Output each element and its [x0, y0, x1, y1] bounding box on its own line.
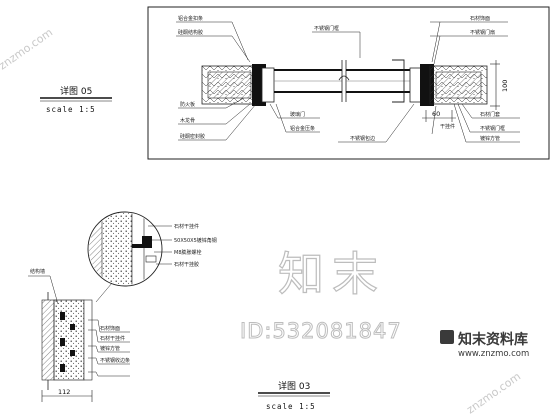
callout-label: 石材饰面 [100, 325, 120, 332]
callout-label: 不锈钢门扇 [470, 29, 495, 36]
detail-05-scale: scale 1:5 [46, 105, 96, 114]
callout-label: 防火板 [180, 101, 195, 108]
brand-name: 知末资料库 [458, 331, 528, 348]
dim-100: 100 [501, 80, 509, 92]
callout-label: 镀锌方管 [480, 135, 500, 142]
callout-label: 玻璃门 [290, 111, 305, 118]
callout-label: 干挂件 [440, 123, 455, 130]
callout-label: 硅酮密封胶 [180, 133, 205, 140]
callout-label: 石材门套 [480, 111, 500, 118]
callout-label: 不锈钢收边条 [100, 357, 130, 364]
watermark-id: ID:532081847 [240, 319, 402, 343]
callout-label: 铝合金扣条 [178, 15, 203, 22]
break-line [341, 60, 347, 102]
callout-label: 不锈钢门框 [480, 125, 505, 132]
callout-label: 50X50X5镀锌角钢 [174, 237, 217, 244]
callout-label: 石材干挂件 [174, 223, 199, 230]
detail-05: 100 60 铝合金扣条 硅酮结构胶 不锈钢门框 石材饰面 [40, 6, 550, 160]
detail-03-scale: scale 1:5 [266, 402, 316, 411]
callout-label: M8膨胀螺栓 [174, 249, 202, 256]
watermark-logo-text: 知末 [278, 247, 386, 301]
callout-label: 石材干挂件 [100, 335, 125, 342]
callout-label: 不锈钢包边 [350, 135, 375, 142]
callout-label: 硅酮结构胶 [178, 29, 203, 36]
watermark: 知末 ID:532081847 znzmo.com znzmo.com 知末资料… [0, 26, 529, 417]
detail-05-frame [147, 6, 550, 160]
callout-label: 镀锌方管 [100, 345, 120, 352]
dim-60: 60 [432, 110, 440, 118]
wall-section [41, 299, 55, 381]
brand-url: www.znzmo.com [458, 349, 529, 359]
callout-label: 不锈钢门框 [314, 25, 339, 32]
callout-label: 石材干挂胶 [174, 261, 199, 268]
dim-112: 112 [58, 388, 70, 396]
callout-label: 铝合金压条 [290, 125, 315, 132]
watermark-corner-right: znzmo.com [464, 370, 523, 417]
callout-label: 结构墙 [30, 268, 45, 275]
callout-label: 石材饰面 [470, 15, 490, 22]
detail-03-title: 详图 03 [278, 380, 310, 392]
detail-03: 石材干挂件 50X50X5镀锌角钢 M8膨胀螺栓 石材干挂胶 结构墙 石材饰面 [28, 211, 330, 411]
detail-05-title: 详图 05 [60, 85, 92, 97]
watermark-corner-left: znzmo.com [0, 26, 55, 73]
brand-logo: 知末资料库 www.znzmo.com [440, 330, 529, 359]
callout-label: 木龙骨 [180, 117, 195, 124]
